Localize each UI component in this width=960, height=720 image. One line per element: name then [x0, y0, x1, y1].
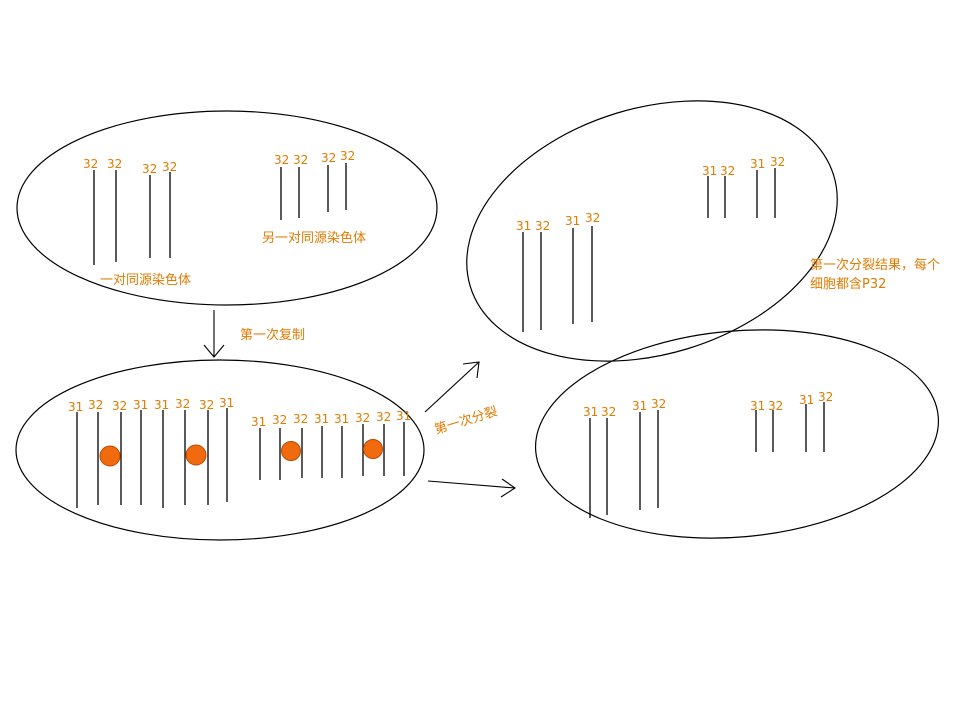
isotope-label: 32: [293, 153, 308, 167]
arrow-head-icon: [462, 361, 480, 379]
isotope-label: 32: [83, 157, 98, 171]
replication-label: 第一次复制: [240, 327, 305, 343]
homologous-pair-2-label: 另一对同源染色体: [262, 230, 366, 246]
isotope-label: 31: [68, 400, 83, 414]
result-label-line-2: 细胞都含P32: [810, 276, 886, 292]
division-arrow-up: [424, 361, 480, 413]
isotope-label: 32: [112, 399, 127, 413]
isotope-label: 31: [565, 214, 580, 228]
result-annotation: 第一次分裂结果，每个 细胞都含P32: [810, 257, 940, 292]
isotope-label: 32: [107, 157, 122, 171]
isotope-label: 31: [750, 399, 765, 413]
replication-arrow: [203, 310, 225, 358]
isotope-label: 31: [516, 219, 531, 233]
isotope-label: 31: [396, 409, 411, 423]
isotope-label: 32: [585, 211, 600, 225]
result-label-line-1: 第一次分裂结果，每个: [810, 257, 940, 273]
cell-2: 31 32 32 31 31 32 32 31 31 32 32 31 31 3…: [15, 359, 425, 541]
isotope-label: 31: [314, 412, 329, 426]
isotope-label: 32: [162, 160, 177, 174]
cell-2-group-2: 31 32 32 31 31 32 32 31: [251, 409, 411, 480]
isotope-label: 31: [133, 398, 148, 412]
isotope-label: 31: [251, 415, 266, 429]
isotope-label: 32: [651, 397, 666, 411]
isotope-label: 32: [376, 410, 391, 424]
isotope-label: 31: [583, 405, 598, 419]
isotope-label: 32: [199, 398, 214, 412]
arrow-shaft: [427, 480, 516, 489]
isotope-label: 32: [818, 390, 833, 404]
cell-4: 31 32 31 32 31 32 31 32: [534, 329, 940, 539]
isotope-label: 32: [601, 405, 616, 419]
isotope-label: 32: [142, 162, 157, 176]
isotope-label: 32: [340, 149, 355, 163]
cell-3-group-1: 31 32 31 32: [516, 211, 600, 332]
isotope-label: 31: [154, 398, 169, 412]
arrow-shaft: [424, 361, 480, 413]
homologous-pair-1-label: 一对同源染色体: [100, 272, 191, 288]
isotope-label: 31: [702, 164, 717, 178]
cell-1-pair-1: 32 32 32 32: [83, 157, 177, 265]
isotope-label: 32: [768, 399, 783, 413]
cell-4-group-1: 31 32 31 32: [583, 397, 666, 518]
isotope-label: 32: [272, 413, 287, 427]
cell-2-group-1: 31 32 32 31 31 32 32 31: [68, 396, 234, 508]
arrow-head-icon: [203, 344, 225, 358]
division-arrow-down: [427, 478, 516, 498]
isotope-label: 32: [355, 411, 370, 425]
centromere-dot: [185, 444, 207, 466]
cell-2-membrane: [15, 359, 425, 541]
cell-1-pair-2: 32 32 32 32: [274, 149, 355, 220]
isotope-label: 31: [334, 412, 349, 426]
arrow-head-icon: [500, 478, 516, 498]
isotope-label: 31: [750, 157, 765, 171]
centromere-dot: [363, 439, 383, 459]
isotope-label: 32: [88, 398, 103, 412]
cell-4-group-2: 31 32 31 32: [750, 390, 833, 452]
cell-3-group-2: 31 32 31 32: [702, 155, 785, 218]
isotope-label: 31: [799, 393, 814, 407]
centromere-dot: [99, 445, 121, 467]
isotope-label: 32: [293, 412, 308, 426]
isotope-label: 32: [175, 397, 190, 411]
isotope-label: 32: [321, 151, 336, 165]
isotope-label: 32: [535, 219, 550, 233]
centromere-dot: [281, 441, 301, 461]
division-label: 第一次分裂: [432, 404, 499, 438]
isotope-label: 32: [274, 153, 289, 167]
cell-3: 31 32 31 32 31 32 31 32: [466, 100, 838, 362]
isotope-label: 32: [770, 155, 785, 169]
cell-1: 32 32 32 32 32 32 32 32 另一对同源染色体 一对同源染色体: [16, 110, 438, 306]
cell-3-membrane: [466, 100, 838, 362]
cell-1-membrane: [16, 110, 438, 306]
isotope-label: 31: [219, 396, 234, 410]
isotope-label: 32: [720, 164, 735, 178]
cell-4-membrane: [534, 329, 940, 539]
isotope-label: 31: [632, 399, 647, 413]
